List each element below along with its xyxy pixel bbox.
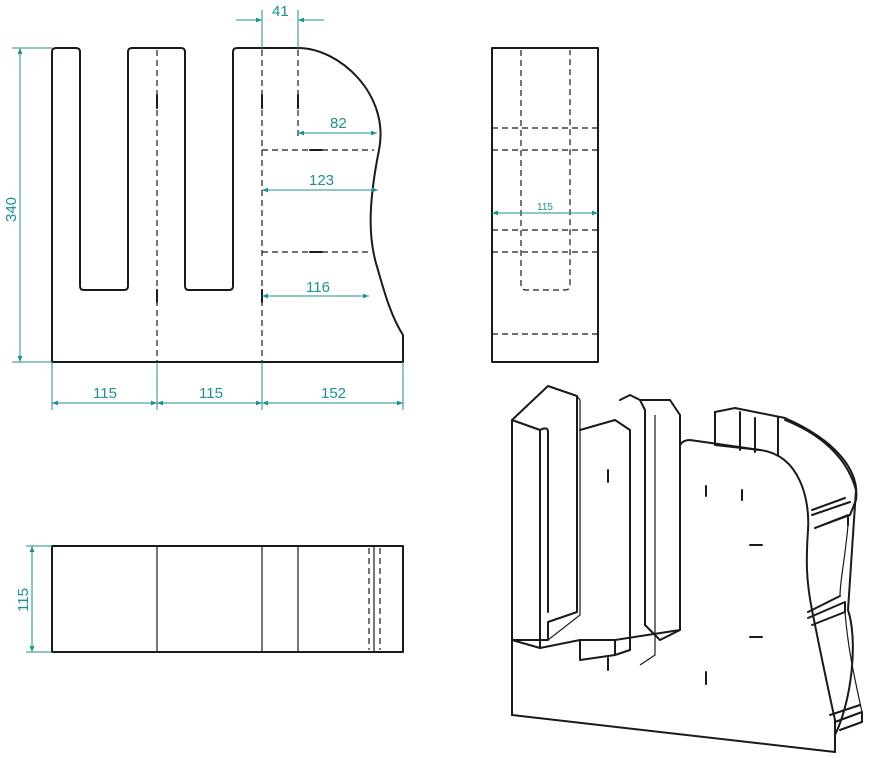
iso-shelf-bottom	[829, 704, 863, 731]
iso-right-edge	[839, 524, 863, 713]
iso-front-face	[679, 439, 836, 753]
side-view: 115	[491, 47, 599, 363]
side-view-outline	[491, 47, 599, 363]
dim-115a-label: 115	[93, 385, 117, 402]
dim-82-label: 82	[330, 115, 347, 132]
iso-front-panel	[511, 419, 857, 753]
iso-left-wall-inner	[511, 419, 541, 649]
iso-middle-back	[619, 394, 646, 626]
dim-116-label: 116	[306, 279, 330, 296]
iso-middle-slot-edge	[639, 415, 656, 666]
dim-123-label: 123	[309, 172, 334, 189]
iso-left-slot-edge	[547, 395, 581, 641]
dim-side-115-label: 115	[537, 202, 553, 213]
dim-115b-label: 115	[199, 385, 223, 402]
front-view: 41 82 123 116 340 115 115 152	[3, 3, 404, 410]
dim-152-label: 152	[321, 385, 346, 402]
iso-front-lower	[511, 444, 681, 716]
top-view-outline	[51, 545, 404, 653]
dim-41-label: 41	[272, 3, 289, 20]
iso-left-wall	[511, 385, 578, 641]
front-view-outline	[51, 47, 404, 363]
dim-top-115-label: 115	[15, 588, 32, 612]
iso-middle-wall	[579, 419, 631, 656]
iso-shelf-lower	[807, 595, 846, 626]
top-view: 115	[15, 545, 404, 653]
side-hidden-slot	[520, 50, 571, 291]
iso-right-top	[714, 407, 858, 529]
iso-right-compartment	[714, 411, 779, 456]
iso-shelf-upper	[811, 497, 851, 529]
iso-left-slot-front	[539, 427, 549, 613]
dim-340-label: 340	[3, 197, 20, 222]
isometric-view	[511, 385, 863, 753]
